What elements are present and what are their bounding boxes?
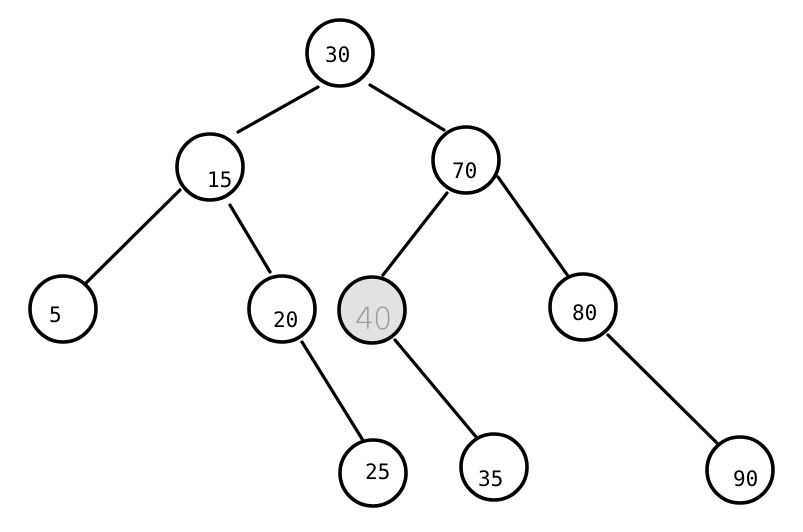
tree-node-5: 5 bbox=[28, 274, 98, 344]
tree-node-15: 15 bbox=[175, 132, 245, 202]
node-circle bbox=[175, 132, 245, 202]
node-label-highlighted: 40 bbox=[355, 302, 391, 337]
node-circle bbox=[28, 274, 98, 344]
node-circle bbox=[431, 125, 501, 195]
edge-70-80 bbox=[496, 175, 570, 278]
edge-15-20 bbox=[228, 203, 272, 274]
edge-70-40 bbox=[381, 191, 449, 277]
node-circle bbox=[459, 432, 529, 502]
node-circle bbox=[338, 438, 408, 508]
tree-node-40: 40 bbox=[337, 275, 407, 345]
node-label: 25 bbox=[365, 460, 390, 484]
edge-80-90 bbox=[606, 333, 720, 446]
tree-node-90: 90 bbox=[705, 435, 775, 505]
node-circle bbox=[548, 272, 618, 342]
tree-nodes: 30 15 70 5 20 40 80 25 bbox=[28, 18, 775, 508]
node-label: 35 bbox=[478, 467, 503, 491]
node-label: 30 bbox=[325, 43, 350, 67]
node-circle bbox=[247, 274, 317, 344]
node-label: 15 bbox=[207, 168, 232, 192]
tree-node-70: 70 bbox=[431, 125, 501, 195]
tree-node-30: 30 bbox=[305, 18, 375, 88]
edge-40-35 bbox=[393, 338, 479, 440]
edge-30-15 bbox=[236, 85, 320, 134]
tree-node-25: 25 bbox=[338, 438, 408, 508]
node-label: 70 bbox=[452, 159, 477, 183]
tree-node-35: 35 bbox=[459, 432, 529, 502]
edge-15-5 bbox=[84, 188, 182, 285]
node-label: 80 bbox=[572, 301, 597, 325]
node-circle-highlighted bbox=[337, 275, 407, 345]
edge-20-25 bbox=[300, 340, 366, 444]
edge-30-70 bbox=[368, 83, 446, 132]
node-label: 5 bbox=[49, 303, 62, 327]
node-circle bbox=[305, 18, 375, 88]
tree-node-20: 20 bbox=[247, 274, 317, 344]
node-circle bbox=[705, 435, 775, 505]
tree-edges bbox=[84, 83, 720, 446]
tree-node-80: 80 bbox=[548, 272, 618, 342]
node-label: 90 bbox=[733, 467, 758, 491]
node-label: 20 bbox=[273, 308, 298, 332]
